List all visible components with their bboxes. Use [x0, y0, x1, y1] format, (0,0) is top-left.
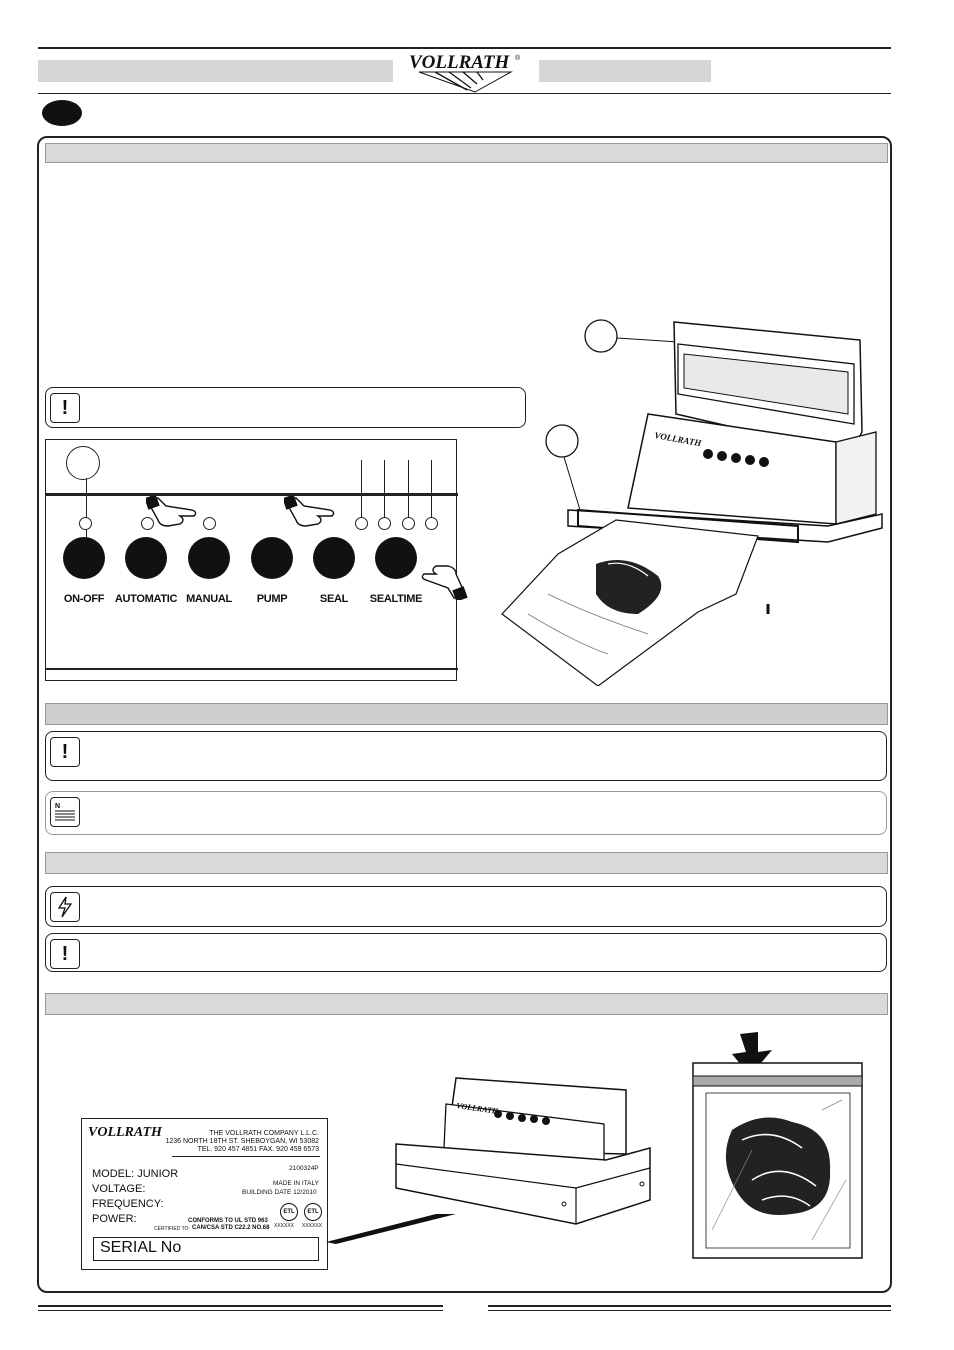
- control-panel-diagram: ON-OFF AUTOMATIC MANUAL PUMP SEAL SEALTI…: [45, 439, 468, 681]
- language-badge: [42, 100, 82, 126]
- on-off-label: ON-OFF: [63, 593, 105, 605]
- etl-code-1: XXXXXX: [274, 1223, 295, 1229]
- footer-right-rule: [488, 1305, 891, 1307]
- electrical-hazard-notice: [45, 886, 887, 927]
- etl-mark-icon: ETL: [280, 1203, 298, 1221]
- led-manual: [203, 517, 216, 530]
- callout-leader: [86, 478, 87, 544]
- company-name: THE VOLLRATH COMPANY L.L.C.: [209, 1130, 319, 1137]
- hand-pointer-icon: [418, 560, 468, 605]
- csa-text: CAN/CSA STD C22.2 NO.68: [192, 1225, 270, 1231]
- led-sealtime-3: [402, 517, 415, 530]
- led-leader-3: [408, 460, 409, 518]
- main-frame: [37, 136, 892, 1293]
- automatic-label: AUTOMATIC: [114, 593, 178, 605]
- led-sealtime-1: [355, 517, 368, 530]
- note-notice: N: [45, 791, 887, 835]
- header-bottom-rule: [38, 93, 891, 94]
- voltage-field: VOLTAGE:: [92, 1183, 146, 1195]
- section-bar-4: [45, 993, 888, 1015]
- sealtime-button[interactable]: [375, 537, 417, 579]
- seal-label: SEAL: [319, 593, 349, 605]
- section-bar-1: [45, 143, 888, 163]
- made-in: MADE IN ITALY: [273, 1180, 319, 1187]
- hand-pointer-icon: [282, 494, 340, 537]
- serial-field: SERIAL No: [93, 1237, 319, 1261]
- rating-plate-logo: VOLLRATH: [88, 1125, 162, 1140]
- company-address: 1236 NORTH 18TH ST. SHEBOYGAN, WI 53082: [165, 1138, 319, 1145]
- exclamation-icon: !: [50, 939, 80, 969]
- led-leader-4: [431, 460, 432, 518]
- header-right-bar: [539, 60, 711, 82]
- exclamation-icon: !: [50, 737, 80, 767]
- power-field: POWER:: [92, 1213, 137, 1225]
- sealtime-label: SEALTIME: [369, 593, 423, 605]
- pump-label: PUMP: [256, 593, 288, 605]
- rating-plate: VOLLRATH THE VOLLRATH COMPANY L.L.C. 123…: [81, 1118, 328, 1270]
- section-bar-3: [45, 852, 888, 874]
- vacuum-sealer-open-illustration: VOLLRATH: [498, 314, 886, 687]
- header-left-bar: [38, 60, 393, 82]
- registered-mark: ®: [515, 54, 521, 62]
- footer-left-rule-thin: [38, 1310, 443, 1311]
- pump-button[interactable]: [251, 537, 293, 579]
- etl-mark-icon: ETL: [304, 1203, 322, 1221]
- hand-pointer-icon: [144, 494, 202, 537]
- on-off-button[interactable]: [63, 537, 105, 579]
- warning-notice-1: !: [45, 387, 526, 428]
- company-phone: TEL. 920 457 4851 FAX. 920 459 6573: [197, 1146, 319, 1153]
- bag-sealing-illustration: [692, 1030, 864, 1260]
- lightning-icon: [50, 892, 80, 922]
- seal-button[interactable]: [313, 537, 355, 579]
- footer-left-rule: [38, 1305, 443, 1307]
- serial-label: SERIAL No: [100, 1239, 182, 1256]
- led-leader-2: [384, 460, 385, 518]
- brand-text: VOLLRATH: [409, 52, 511, 73]
- conforms-text: CONFORMS TO UL STD 963: [188, 1218, 268, 1224]
- svg-text:N: N: [55, 803, 60, 810]
- led-leader-1: [361, 460, 362, 518]
- automatic-button[interactable]: [125, 537, 167, 579]
- section-bar-2: [45, 703, 888, 725]
- led-on-off: [79, 517, 92, 530]
- led-sealtime-4: [425, 517, 438, 530]
- header-top-rule: [38, 47, 891, 49]
- model-field: MODEL: JUNIOR: [92, 1168, 179, 1180]
- panel-top-line: [46, 493, 458, 496]
- certified-label: CERTIFIED TO:: [154, 1226, 190, 1232]
- warning-notice-3: !: [45, 933, 887, 972]
- footer-right-rule-thin: [488, 1310, 891, 1311]
- warning-notice-2: !: [45, 731, 887, 781]
- led-sealtime-2: [378, 517, 391, 530]
- manual-label: MANUAL: [186, 593, 232, 605]
- etl-code-2: XXXXXX: [302, 1223, 323, 1229]
- led-automatic: [141, 517, 154, 530]
- building-date: BUILDING DATE 12/2010: [242, 1189, 317, 1196]
- callout-circle: [66, 446, 100, 480]
- rating-plate-rule: [172, 1156, 320, 1157]
- product-code: 2100324P: [289, 1165, 319, 1172]
- manual-button[interactable]: [188, 537, 230, 579]
- panel-bottom-line: [46, 668, 458, 670]
- vacuum-sealer-closed-illustration: VOLLRATH: [326, 1064, 656, 1244]
- exclamation-icon: !: [50, 393, 80, 423]
- note-icon: N: [50, 797, 80, 827]
- vollrath-logo: VOLLRATH ®: [405, 50, 525, 94]
- frequency-field: FREQUENCY:: [92, 1198, 164, 1210]
